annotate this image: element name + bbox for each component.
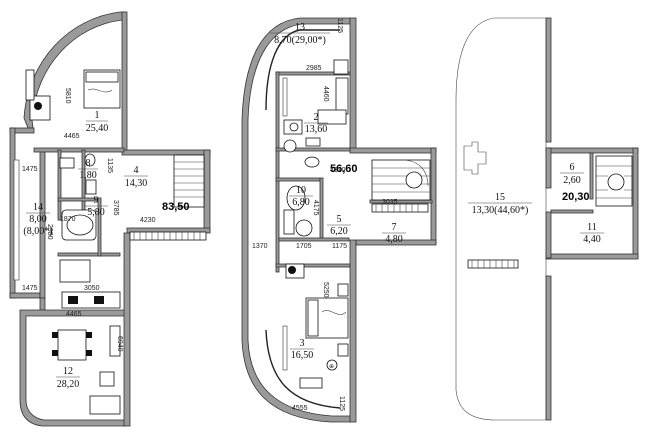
floor2-dimensions: 1125 2985 4460 4310 3035 4175 1370 1705 … (252, 18, 398, 412)
room-label-1: 1 25,40 (86, 110, 109, 134)
svg-text:13,30(44,60*): 13,30(44,60*) (472, 205, 529, 216)
floor3-room-labels: 15 13,30(44,60*) 6 2,60 20,30 11 4,40 (468, 162, 604, 245)
floor1-staircase (173, 154, 205, 208)
svg-text:⊕: ⊕ (329, 364, 334, 370)
room-label-9: 9 5,80 (84, 195, 108, 218)
dim-f2-8: 1175 (332, 243, 347, 250)
dim-f1-11: 6940 (116, 336, 123, 352)
floor-plan-3: 15 13,30(44,60*) 6 2,60 20,30 11 4,40 (455, 17, 639, 421)
room-label-2: 2 13,60 (304, 112, 328, 135)
floor-plan-2: ⊕ 1125 2985 4460 4310 3035 4175 1370 170… (241, 17, 437, 423)
room-label-5: 5 6,20 (327, 214, 351, 237)
svg-text:8,70(29,00*): 8,70(29,00*) (274, 35, 326, 46)
dim-f1-5: 1870 (60, 216, 76, 223)
room-label-15: 15 13,30(44,60*) (468, 192, 532, 216)
floor2-walls (241, 17, 437, 423)
svg-text:8: 8 (86, 158, 91, 169)
svg-text:2: 2 (314, 112, 319, 123)
svg-text:3: 3 (300, 338, 305, 349)
room-label-4: 4 14,30 (124, 165, 148, 189)
svg-text:14,30: 14,30 (125, 178, 148, 189)
floor1-total-area: 83,50 (162, 201, 190, 213)
dim-f1-4: 2980 (46, 224, 53, 240)
svg-text:5,80: 5,80 (87, 207, 105, 218)
dim-f1-2: 1475 (22, 166, 38, 173)
floor3-staircase (595, 155, 633, 207)
floor2-total-area: 56,60 (330, 163, 358, 175)
dim-f2-0: 1125 (336, 18, 343, 33)
svg-text:28,20: 28,20 (57, 379, 80, 390)
floor1-walls (9, 11, 211, 427)
room-label-11: 11 4,40 (580, 222, 604, 245)
svg-text:1: 1 (95, 110, 100, 121)
svg-text:25,40: 25,40 (86, 123, 109, 134)
svg-text:7: 7 (392, 222, 397, 233)
dim-f2-5: 4175 (312, 200, 319, 216)
dim-f2-9: 5250 (322, 282, 329, 298)
svg-text:13: 13 (295, 22, 305, 33)
svg-text:5: 5 (337, 214, 342, 225)
dim-f1-8: 1475 (22, 285, 38, 292)
svg-text:9: 9 (94, 195, 99, 206)
dim-f2-2: 4460 (322, 86, 329, 102)
svg-text:16,50: 16,50 (291, 350, 314, 361)
svg-text:4: 4 (134, 165, 139, 176)
dim-f2-3: 4310 (330, 167, 346, 174)
svg-text:6: 6 (570, 162, 575, 173)
svg-text:10: 10 (296, 185, 306, 196)
room-label-10: 10 6,80 (289, 185, 313, 208)
floor3-total-area: 20,30 (562, 191, 590, 203)
dim-f1-7: 4230 (140, 217, 156, 224)
room-label-8: 8 1,80 (78, 158, 98, 181)
svg-text:6,20: 6,20 (330, 226, 348, 237)
floor2-furniture: ⊕ (283, 59, 431, 389)
svg-text:1,80: 1,80 (79, 170, 97, 181)
floor2-room-labels: 13 8,70(29,00*) 2 13,60 56,60 10 6,80 5 … (270, 22, 406, 361)
dim-f2-1: 2985 (306, 65, 322, 72)
svg-text:13,60: 13,60 (305, 124, 328, 135)
room-label-3: 3 16,50 (290, 338, 314, 361)
dim-f1-10: 4465 (66, 311, 82, 318)
dim-f2-7: 1705 (296, 243, 312, 250)
floor1-dimensions: 5810 4465 1475 1135 2980 1870 3785 4230 … (22, 88, 156, 352)
room-label-13: 13 8,70(29,00*) (270, 22, 330, 46)
svg-text:12: 12 (63, 366, 73, 377)
dim-f1-3: 1135 (106, 158, 113, 173)
dim-f2-11: 1125 (338, 396, 345, 411)
svg-text:11: 11 (587, 222, 597, 233)
svg-text:14: 14 (33, 202, 43, 213)
room-label-12: 12 28,20 (56, 366, 80, 390)
floor-plan-1: 5810 4465 1475 1135 2980 1870 3785 4230 … (9, 11, 211, 427)
dim-f1-1: 4465 (64, 133, 80, 140)
dim-f2-6: 1370 (252, 243, 268, 250)
dim-f2-10: 4555 (292, 405, 308, 412)
floor1-furniture (25, 69, 207, 415)
svg-text:4,40: 4,40 (583, 234, 601, 245)
svg-text:15: 15 (495, 192, 505, 203)
room-label-6: 6 2,60 (560, 162, 584, 186)
room-label-7: 7 4,80 (382, 222, 406, 245)
dim-f1-9: 3050 (84, 285, 100, 292)
svg-text:4,80: 4,80 (385, 234, 403, 245)
dim-f1-6: 3785 (112, 200, 119, 216)
dim-f1-0: 5810 (64, 88, 71, 104)
svg-text:2,60: 2,60 (563, 175, 581, 186)
svg-text:6,80: 6,80 (292, 197, 310, 208)
svg-text:(8,00*): (8,00*) (23, 226, 52, 237)
dim-f2-4: 3035 (382, 199, 398, 206)
floor3-walls (455, 17, 639, 421)
room-label-14: 14 8,00 (8,00*) (23, 202, 52, 237)
floor1-room-labels: 1 25,40 8 1,80 4 14,30 83,50 9 5,80 14 (23, 110, 189, 390)
floor2-staircase (371, 159, 431, 201)
svg-text:8,00: 8,00 (29, 214, 47, 225)
